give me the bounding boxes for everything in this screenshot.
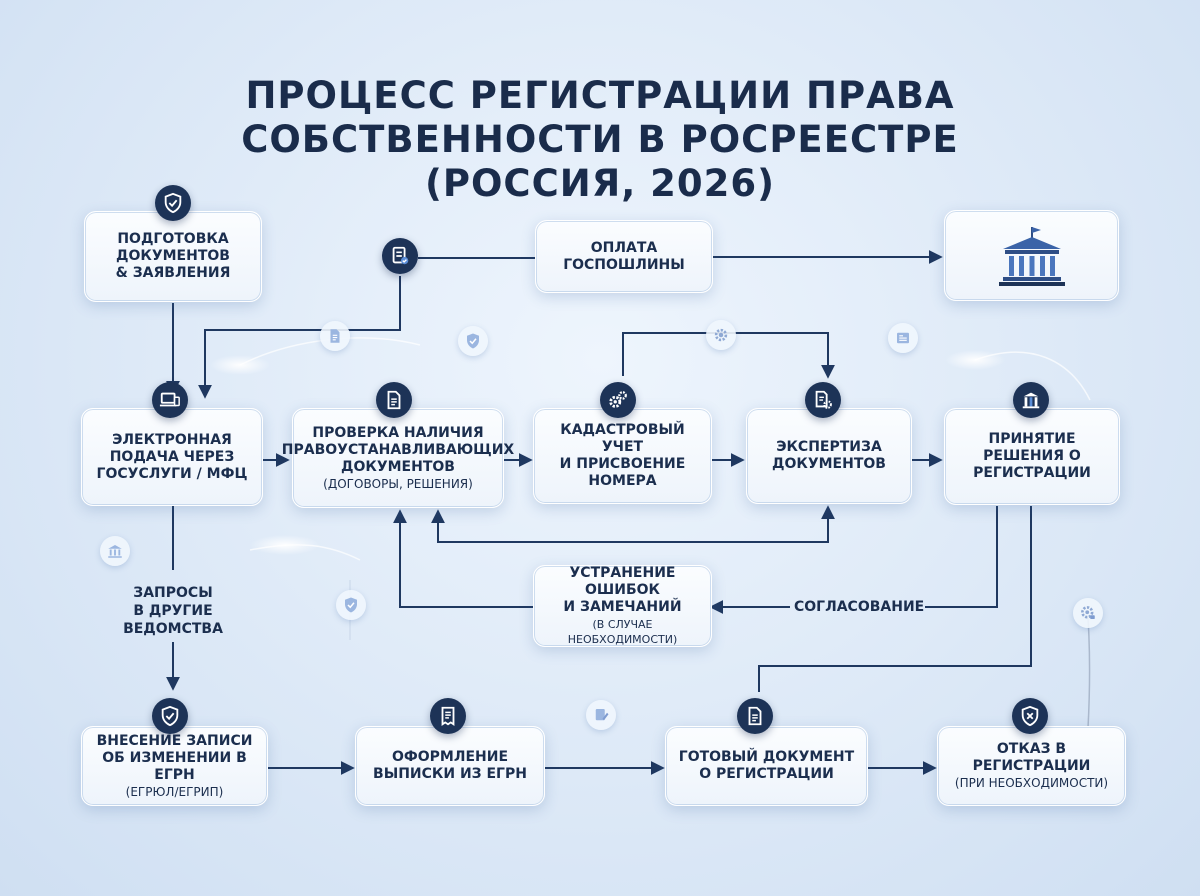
shield-check-icon [336,590,366,620]
decorative-glows [210,337,1091,561]
gear-icon [706,320,736,350]
node-document-check: ПРОВЕРКА НАЛИЧИЯ ПРАВОУСТАНАВЛИВАЮЩИХ ДО… [282,408,514,508]
document-icon [737,698,773,734]
shield-check-icon [458,326,488,356]
shield-check-icon [152,698,188,734]
newspaper-icon [888,323,918,353]
line-decision-to-ready [758,506,1032,692]
arrow-fix-to-check [393,509,533,608]
shield-x-icon [1012,698,1048,734]
document-icon [376,382,412,418]
page-title: ПРОЦЕСС РЕГИСТРАЦИИ ПРАВА СОБСТВЕННОСТИ … [0,74,1200,206]
edit-document-icon [586,700,616,730]
government-building-icon [100,536,130,566]
title-line-2: СОБСТВЕННОСТИ В РОСРЕЕСТРЕ [241,118,959,161]
node-ready-document: ГОТОВЫЙ ДОКУМЕНТ О РЕГИСТРАЦИИ [665,726,868,806]
arrow-link-to-submit [198,276,401,399]
node-preparation: ПОДГОТОВКА ДОКУМЕНТОВ & ЗАЯВЛЕНИЯ [84,211,262,302]
label-approval: СОГЛАСОВАНИЕ [794,599,925,615]
arrow-loop-expertise-to-check [431,509,829,543]
gear-lock-icon [1073,598,1103,628]
node-expertise: ЭКСПЕРТИЗА ДОКУМЕНТОВ [746,408,912,504]
node-egrn-record: ВНЕСЕНИЕ ЗАПИСИ ОБ ИЗМЕНЕНИИ В ЕГРН (ЕГР… [81,726,268,806]
node-registry [944,210,1119,301]
title-line-1: ПРОЦЕСС РЕГИСТРАЦИИ ПРАВА [245,74,955,117]
shield-check-icon [155,185,191,221]
document-gear-icon [805,382,841,418]
document-check-icon [382,238,418,274]
title-line-3: (РОССИЯ, 2026) [424,162,776,205]
node-egrn-extract: ОФОРМЛЕНИЕ ВЫПИСКИ ИЗ ЕГРН [355,726,545,806]
node-cadastre: КАДАСТРОВЫЙ УЧЕТ И ПРИСВОЕНИЕ НОМЕРА [533,408,712,504]
label-requests: ЗАПРОСЫ В ДРУГИЕ ВЕДОМСТВА [123,585,223,637]
document-icon [320,321,350,351]
node-fix-errors: УСТРАНЕНИЕ ОШИБОК И ЗАМЕЧАНИЙ (В СЛУЧАЕ … [533,565,712,647]
node-refusal: ОТКАЗ В РЕГИСТРАЦИИ (ПРИ НЕОБХОДИМОСТИ) [937,726,1126,806]
node-electronic-submission: ЭЛЕКТРОННАЯ ПОДАЧА ЧЕРЕЗ ГОСУСЛУГИ / МФЦ [81,408,263,506]
node-decision: ПРИНЯТИЕ РЕШЕНИЯ О РЕГИСТРАЦИИ [944,408,1120,505]
government-building-icon [998,226,1065,286]
gears-icon [600,382,636,418]
building-icon [1013,382,1049,418]
line-refuse-to-ghost [1087,617,1091,729]
receipt-icon [430,698,466,734]
node-fee: ОПЛАТА ГОСПОШЛИНЫ [535,220,713,293]
line-decision-to-approval [925,506,998,608]
devices-icon [152,382,188,418]
